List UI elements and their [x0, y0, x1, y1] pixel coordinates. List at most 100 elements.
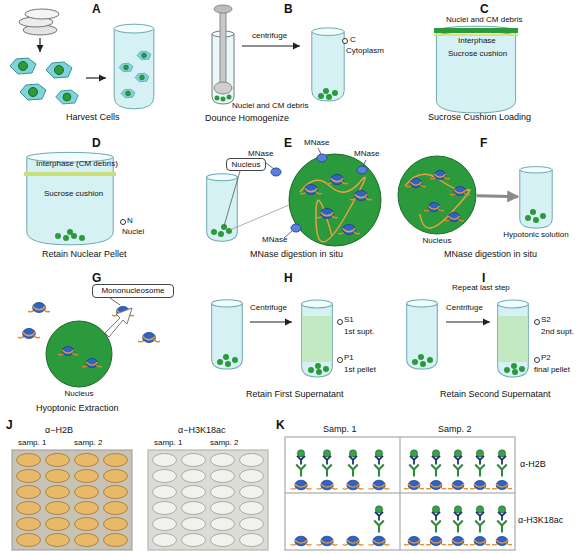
dounce-homogenizer: [215, 96, 220, 101]
nuclei-pellet: [533, 217, 539, 223]
antibody-nucleosome: [404, 480, 424, 489]
mnase-enzyme: [291, 224, 301, 232]
text-label: Cytoplasm: [346, 47, 384, 56]
sucrose-tube: [121, 220, 126, 225]
cell-tube: [114, 24, 154, 109]
antibody-nucleosome: [431, 450, 441, 477]
text-label: C: [350, 36, 356, 45]
text-label: Retain First Supernatant: [246, 390, 344, 400]
cultured-cells: [10, 58, 36, 74]
nucleus-outline: [398, 156, 476, 234]
text-label: Centrifuge: [250, 304, 287, 313]
released-nucleosomes: [28, 302, 50, 312]
cultured-cells: [10, 58, 78, 104]
released-nucleosomes: [138, 332, 160, 342]
centrifuge-tube: [343, 39, 348, 44]
text-label: P2: [541, 354, 551, 363]
antibody-nucleosome: [296, 450, 306, 477]
text-label: MNase: [354, 150, 379, 159]
nuclei-tube: [230, 205, 289, 230]
text-label: S2: [541, 316, 551, 325]
text-label: S1: [344, 316, 354, 325]
released-nucleosomes: [105, 308, 132, 337]
nuclei-pellet: [525, 215, 531, 221]
text-label: Hyoptonic Extraction: [36, 404, 119, 414]
text-label: Nuclei and CM debris: [446, 16, 522, 25]
text-label: Interphase (CM debris): [36, 160, 118, 169]
text-label: 1st supt.: [344, 328, 374, 337]
antibody-nucleosome: [291, 536, 312, 546]
antibody-nucleosome: [291, 480, 312, 490]
antibody-nucleosome: [426, 536, 446, 545]
centrifuge-tube: [535, 358, 540, 363]
centrifuge-tube: [427, 357, 433, 363]
mnase-enzyme: [271, 168, 281, 176]
nuclei-pellet: [540, 213, 546, 219]
centrifuge-tube: [312, 28, 348, 101]
text-label: final pellet: [534, 366, 570, 375]
text-label: α−H3K18ac: [178, 426, 225, 436]
centrifuge-tube: [412, 359, 418, 365]
cultured-cells: [46, 62, 72, 78]
text-label: Dounce Homogenize: [205, 114, 289, 124]
text-label: Centrifuge: [446, 304, 483, 313]
centrifuge-tube: [511, 363, 517, 369]
mnase-enzyme: [262, 148, 366, 238]
text-label: MNase: [262, 236, 287, 245]
centrifuge-tube: [225, 361, 231, 367]
text-label: samp. 2: [74, 439, 102, 448]
centrifuge-tube: [315, 363, 321, 369]
text-label: Repeat last step: [452, 284, 510, 293]
antibody-nucleosome: [453, 506, 463, 533]
text-label: α−H2B: [45, 426, 73, 436]
text-label: MNase digestion in situ: [444, 250, 537, 260]
text-label: Samp. 1: [323, 425, 357, 435]
tube-shape: [518, 165, 554, 229]
centrifuge-tube: [407, 300, 540, 377]
centrifuge-tube: [407, 300, 438, 369]
centrifuge-tube: [232, 357, 238, 363]
nucleus-zoom: [289, 154, 381, 246]
sucrose-tube: [434, 34, 518, 36]
centrifuge-tube: [420, 361, 426, 367]
nucleus-shape: [397, 155, 477, 235]
dounce-homogenizer: [214, 5, 232, 13]
nucleus-shape: [45, 320, 113, 388]
text-label: Harvest Cells: [66, 113, 120, 123]
text-label: MNase digestion in situ: [250, 250, 343, 260]
assay-grid: [285, 437, 515, 550]
nuclei-tube: [207, 174, 238, 241]
nucleus-contents: [450, 186, 470, 195]
panel-letter: B: [284, 3, 293, 16]
nucleus-zoom: [350, 190, 372, 200]
centrifuge-tube: [318, 93, 324, 99]
panel-letter: D: [92, 137, 101, 150]
centrifuge-tube: [302, 316, 332, 362]
panel-letter: H: [284, 272, 293, 285]
antibody-nucleosome: [322, 450, 332, 477]
nucleus-outline: [46, 321, 112, 387]
text-label: Interphase: [458, 37, 496, 46]
antibody-nucleosome: [470, 480, 490, 489]
released-nucleosomes: [58, 346, 78, 355]
cell-tube: [119, 63, 133, 72]
dounce-homogenizer: [212, 5, 234, 104]
text-label: α-H3K18ac: [518, 516, 563, 526]
text-label: P1: [344, 354, 354, 363]
antibody-nucleosome: [431, 506, 441, 533]
cell-tube: [137, 51, 151, 60]
nucleus-zoom: [338, 224, 360, 234]
cell-tube: [121, 89, 135, 98]
mnase-enzyme: [317, 154, 327, 162]
text-label: Sucrose cushion: [448, 50, 507, 59]
centrifuge-tube: [519, 366, 525, 372]
nucleus-circle: Nucleus: [45, 320, 113, 388]
antibody-nucleosome: [497, 506, 507, 533]
tube-outline: [520, 167, 552, 229]
antibody-nucleosome: [404, 536, 424, 545]
node-text: Nucleus: [5, 390, 153, 399]
callout-box: Nucleus: [226, 158, 266, 171]
centrifuge-tube: [212, 300, 343, 377]
